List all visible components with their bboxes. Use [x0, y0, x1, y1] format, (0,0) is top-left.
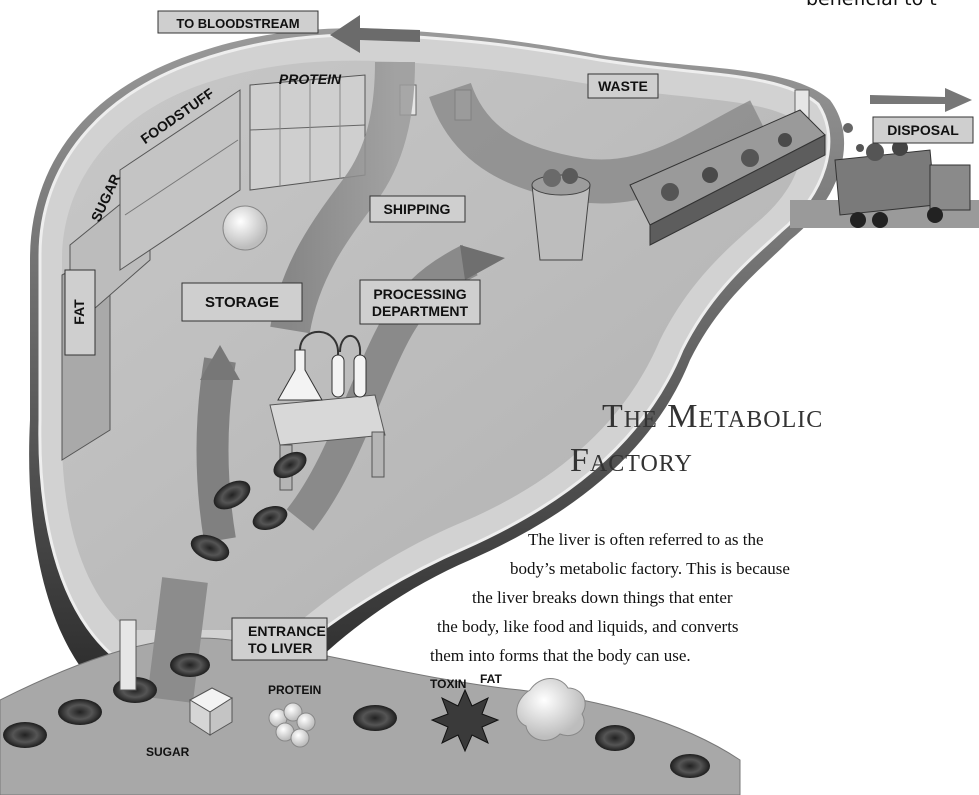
- svg-text:TO BLOODSTREAM: TO BLOODSTREAM: [176, 16, 299, 31]
- waste-bucket: [532, 168, 590, 260]
- svg-text:ENTRANCE: ENTRANCE: [248, 623, 326, 639]
- sign-storage: STORAGE: [182, 283, 302, 321]
- waste-particle: [856, 144, 864, 152]
- description-line: body’s metabolic factory. This is becaus…: [430, 554, 890, 583]
- description-line: them into forms that the body can use.: [430, 641, 890, 670]
- sign-to-bloodstream: TO BLOODSTREAM: [158, 11, 318, 33]
- svg-text:SHIPPING: SHIPPING: [384, 201, 451, 217]
- svg-text:PROCESSING: PROCESSING: [373, 286, 466, 302]
- sign-processing-department: PROCESSING DEPARTMENT: [360, 280, 480, 324]
- label-protein: PROTEIN: [268, 683, 321, 697]
- description-line: the liver breaks down things that enter: [430, 583, 890, 612]
- label-fat: FAT: [480, 672, 502, 686]
- sign-fat: FAT: [65, 270, 95, 355]
- svg-text:WASTE: WASTE: [598, 78, 648, 94]
- cropped-caption-text: beneficial to t: [806, 0, 937, 10]
- svg-text:TO LIVER: TO LIVER: [248, 640, 312, 656]
- arrow-disposal: [870, 88, 972, 112]
- svg-text:STORAGE: STORAGE: [205, 294, 279, 311]
- path-storage: [213, 360, 221, 540]
- entrance-path: [170, 580, 185, 700]
- storage-ball: [223, 206, 267, 250]
- label-sugar: SUGAR: [146, 745, 190, 759]
- svg-text:DEPARTMENT: DEPARTMENT: [372, 303, 469, 319]
- description-line: The liver is often referred to as the: [430, 525, 890, 554]
- toxin-spiky-ball: [432, 690, 498, 751]
- waste-particle: [843, 123, 853, 133]
- svg-text:DISPOSAL: DISPOSAL: [887, 122, 959, 138]
- svg-text:FAT: FAT: [71, 299, 87, 325]
- sign-shipping: SHIPPING: [370, 196, 465, 222]
- label-toxin: TOXIN: [430, 677, 466, 691]
- title-line-2: Factory: [570, 442, 693, 480]
- description: The liver is often referred to as the bo…: [430, 525, 890, 670]
- protein-shelf-label: PROTEIN: [279, 71, 342, 87]
- sign-waste: WASTE: [588, 74, 658, 98]
- title-line-1: The Metabolic: [602, 398, 823, 436]
- sign-disposal: DISPOSAL: [873, 117, 973, 143]
- description-line: the body, like food and liquids, and con…: [430, 612, 890, 641]
